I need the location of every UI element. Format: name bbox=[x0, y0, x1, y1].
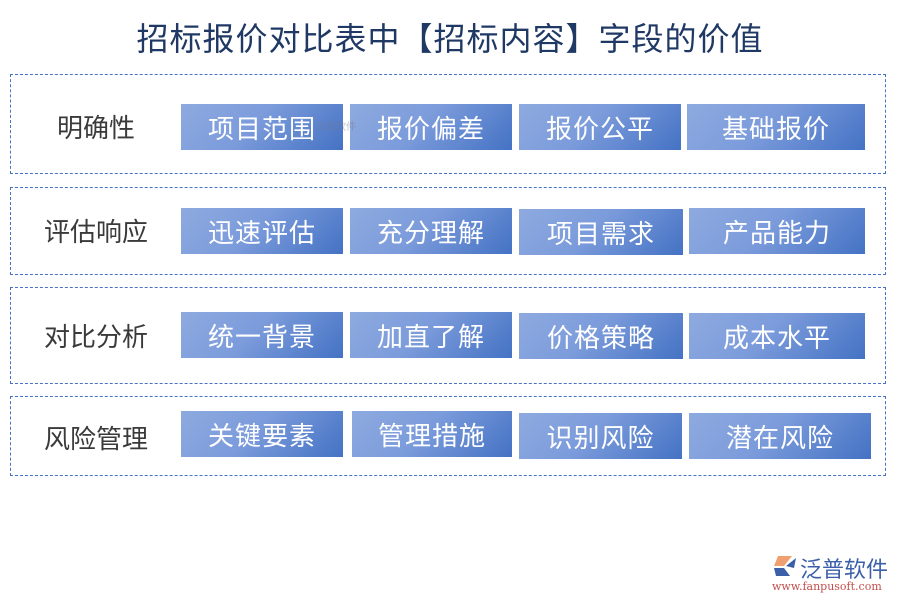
logo-mark-icon bbox=[774, 556, 796, 576]
chip: 潜在风险 bbox=[689, 413, 871, 459]
logo-name: 泛普软件 bbox=[800, 558, 889, 583]
chip: 迅速评估 bbox=[181, 208, 343, 254]
chip: 报价公平 bbox=[519, 104, 681, 150]
chip: 项目范围 bbox=[181, 104, 343, 150]
group-label: 风险管理 bbox=[43, 425, 148, 455]
chip: 价格策略 bbox=[519, 313, 683, 359]
chip: 报价偏差 bbox=[350, 104, 512, 150]
chip: 加直了解 bbox=[350, 312, 512, 358]
chip: 识别风险 bbox=[519, 413, 682, 459]
group-label: 明确性 bbox=[56, 114, 135, 144]
chip: 项目需求 bbox=[519, 209, 683, 255]
group-risk: 风险管理 关键要素 管理措施 识别风险 潜在风险 bbox=[10, 396, 886, 476]
chip: 成本水平 bbox=[689, 313, 865, 359]
chip: 统一背景 bbox=[181, 312, 343, 358]
group-label: 评估响应 bbox=[43, 218, 148, 248]
logo-url: www.fanpusoft.com bbox=[772, 580, 882, 593]
chip: 产品能力 bbox=[689, 208, 865, 254]
chip: 管理措施 bbox=[352, 411, 512, 457]
brand-logo: 泛普软件 www.fanpusoft.com bbox=[770, 552, 896, 596]
group-comparison: 对比分析 统一背景 加直了解 价格策略 成本水平 bbox=[10, 287, 886, 384]
watermark: 泛普软件 bbox=[316, 122, 356, 133]
chip: 关键要素 bbox=[181, 411, 343, 457]
chip: 基础报价 bbox=[687, 104, 865, 150]
page-title: 招标报价对比表中【招标内容】字段的价值 bbox=[136, 20, 764, 58]
group-evaluation: 评估响应 迅速评估 充分理解 项目需求 产品能力 bbox=[10, 187, 886, 275]
group-label: 对比分析 bbox=[43, 323, 148, 353]
group-clarity: 明确性 项目范围 报价偏差 报价公平 基础报价 bbox=[10, 74, 886, 174]
chip: 充分理解 bbox=[350, 208, 512, 254]
